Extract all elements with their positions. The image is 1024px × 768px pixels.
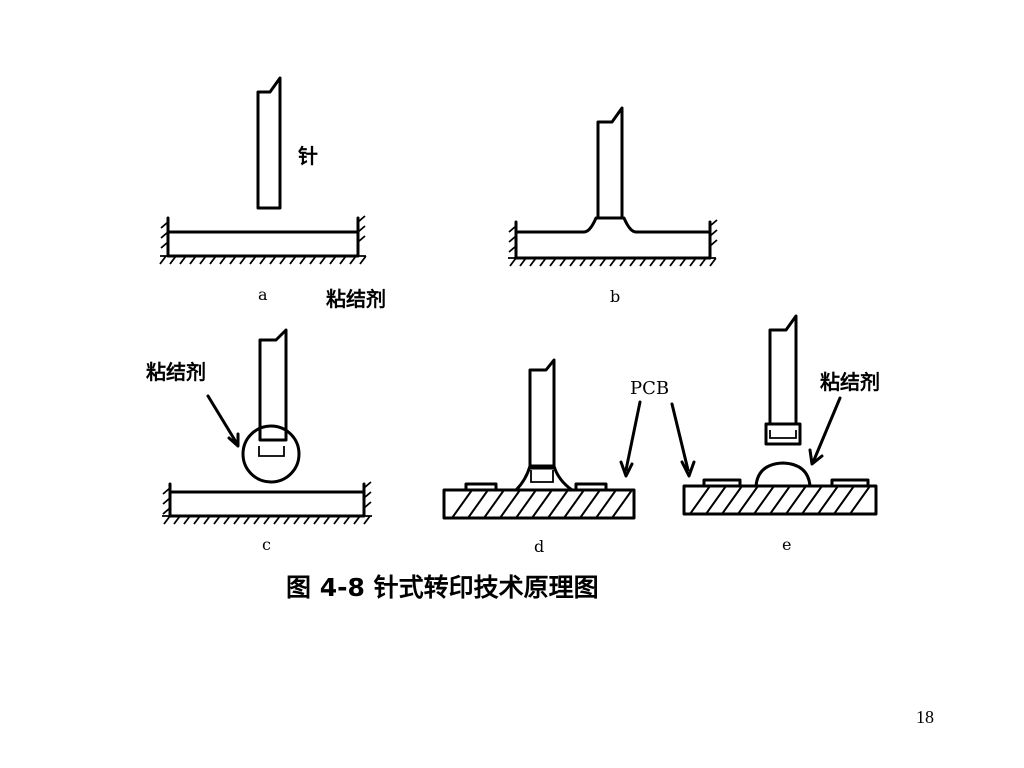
adhesive-label-a: 粘结剂 [326, 287, 386, 311]
tray-base-hatch-b [508, 219, 718, 267]
pcb-label-d: PCB [630, 378, 669, 399]
needle-tip-e [764, 422, 802, 446]
needle-a [256, 76, 282, 210]
needle-tip-c [258, 446, 285, 457]
pcb-leader-e [670, 402, 696, 478]
adhesive-tray-c [168, 482, 366, 518]
panel-a: 针 a 粘结剂 [159, 76, 386, 311]
pcb-hatch-e [689, 485, 871, 515]
adhesive-label-c: 粘结剂 [146, 360, 206, 384]
panel-e: 粘结剂 e [670, 314, 880, 554]
transferred-adhesive-e [754, 461, 812, 488]
leader-arrow-c [206, 394, 240, 448]
panel-d: PCB d [442, 358, 669, 556]
adhesive-droplet-c [241, 424, 301, 484]
panel-label-c: c [262, 535, 271, 554]
pcb-board-e [682, 484, 878, 516]
adhesive-leader-e [808, 396, 842, 466]
panel-label-b: b [610, 287, 620, 306]
tray-base-hatch-c [162, 481, 372, 525]
panel-b: b [508, 106, 718, 306]
pcb-board-d [442, 488, 636, 520]
tray-base-hatch-a [159, 215, 367, 265]
panel-c: 粘结剂 c [146, 328, 372, 554]
pcb-hatch-d [451, 489, 633, 519]
needle-b [596, 106, 624, 220]
needle-tip-d [530, 470, 554, 483]
panel-label-a: a [258, 285, 268, 304]
panel-label-e: e [782, 535, 791, 554]
panel-label-d: d [534, 537, 544, 556]
adhesive-meniscus-b [514, 216, 712, 234]
adhesive-dot-d [514, 464, 574, 492]
needle-d [528, 358, 556, 470]
needle-e [768, 314, 798, 426]
needle-label-a: 针 [298, 144, 318, 168]
adhesive-tray-a [166, 216, 360, 258]
page-number: 18 [916, 707, 934, 727]
needle-c [258, 328, 288, 442]
figure-caption: 图 4-8 针式转印技术原理图 [286, 573, 599, 602]
adhesive-label-e: 粘结剂 [820, 370, 880, 394]
adhesive-tray-b [514, 220, 712, 260]
pcb-leader-d [619, 400, 642, 478]
needle-tip-inner-e [769, 430, 797, 439]
